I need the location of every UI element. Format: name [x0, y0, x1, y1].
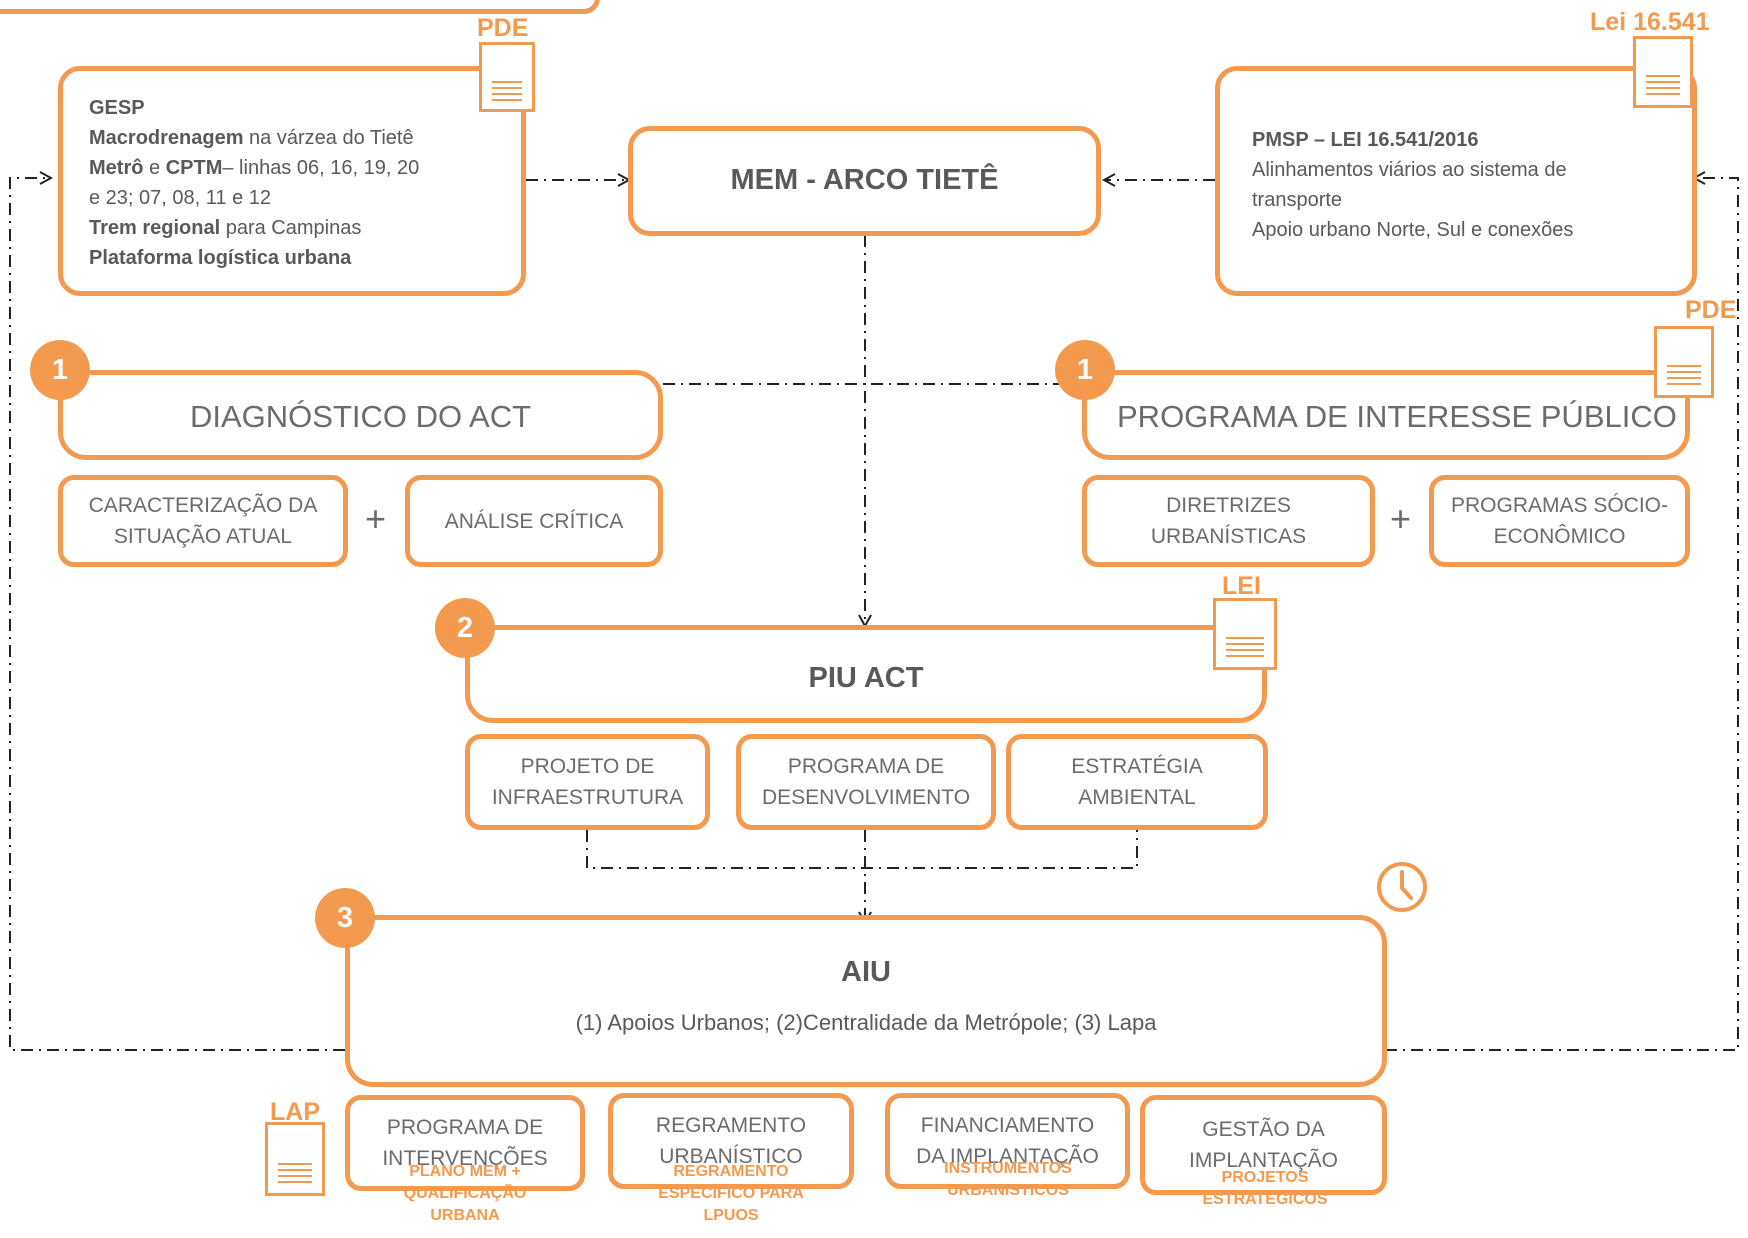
pmsp-title: PMSP – LEI 16.541/2016	[1252, 129, 1479, 151]
document-icon	[1633, 36, 1693, 108]
gesp-line3: e 23; 07, 08, 11 e 12	[89, 187, 272, 209]
pmsp-box: PMSP – LEI 16.541/2016 Alinhamentos viár…	[1215, 66, 1697, 296]
note2-line2: ESPECIFICO PARA	[658, 1185, 804, 1202]
estrategia-line1: ESTRATÉGIA	[1071, 755, 1203, 778]
gesp-line1: na várzea do Tietê	[243, 127, 414, 149]
aiu-title: AIU	[841, 956, 891, 988]
gesp-line2: – linhas 06, 16, 19, 20	[222, 157, 420, 179]
regramento-line1: REGRAMENTO	[655, 1114, 807, 1137]
programa-title: PROGRAMA DE INTERESSE PÚBLICO	[1117, 399, 1677, 434]
document-icon	[479, 42, 535, 112]
gesp-plataforma: Plataforma logística urbana	[89, 247, 352, 269]
plus-sign: +	[365, 498, 387, 539]
caracterizacao-line2: SITUAÇÃO ATUAL	[113, 525, 293, 548]
mem-box: MEM - ARCO TIETÊ	[628, 126, 1101, 236]
estrategia-line2: AMBIENTAL	[1078, 786, 1196, 809]
pmsp-line3: Apoio urbano Norte, Sul e conexões	[1252, 219, 1574, 241]
regramento-line2: URBANÍSTICO	[659, 1145, 803, 1168]
programas-socio-box: PROGRAMAS SÓCIO- ECONÔMICO	[1429, 475, 1690, 567]
gesp-macrodrenagem: Macrodrenagem	[89, 127, 244, 149]
gestao-box: GESTÃO DA IMPLANTAÇÃO	[1140, 1095, 1387, 1195]
gesp-title: GESP	[89, 97, 145, 119]
gesp-e: e	[143, 157, 166, 179]
gesp-metro: Metrô	[89, 157, 144, 179]
pmsp-line2: transporte	[1252, 189, 1343, 211]
programa-box: PROGRAMA DE INTERESSE PÚBLICO	[1082, 370, 1690, 460]
diretrizes-line1: DIRETRIZES	[1166, 494, 1291, 517]
step-1-badge: 1	[30, 340, 90, 400]
gesp-pde-tag: PDE	[477, 14, 529, 42]
piu-title: PIU ACT	[808, 662, 924, 694]
document-icon	[265, 1122, 325, 1196]
gesp-box: GESP Macrodrenagem na várzea do Tietê Me…	[58, 66, 526, 296]
step-3-badge: 3	[315, 888, 375, 948]
pmsp-line1: Alinhamentos viários ao sistema de	[1252, 159, 1567, 181]
note3-line2: URBANISTICOS	[947, 1182, 1069, 1199]
projeto-line2: INFRAESTRUTURA	[491, 786, 684, 809]
analise-critica-box: ANÁLISE CRÍTICA	[405, 475, 663, 567]
note-plano-mem: PLANO MEM + QUALIFICAÇÃO URBANA	[365, 1161, 565, 1227]
diagnostico-box: DIAGNÓSTICO DO ACT	[58, 370, 663, 460]
note2-line1: REGRAMENTO	[673, 1163, 789, 1180]
intervencoes-line1: PROGRAMA DE	[386, 1116, 544, 1139]
aiu-subtitle: (1) Apoios Urbanos; (2)Centralidade da M…	[575, 1010, 1157, 1035]
financiamento-line2: DA IMPLANTAÇÃO	[916, 1145, 1099, 1168]
diretrizes-line2: URBANÍSTICAS	[1150, 525, 1307, 548]
gestao-line1: GESTÃO DA	[1202, 1118, 1325, 1141]
piu-lei-tag: LEI	[1222, 572, 1261, 600]
programa-des-line2: DESENVOLVIMENTO	[761, 786, 971, 809]
note1-line3: URBANA	[430, 1207, 500, 1224]
aiu-lap-tag: LAP	[270, 1098, 320, 1126]
pmsp-lei-tag: Lei 16.541	[1590, 8, 1710, 36]
document-icon	[1213, 598, 1277, 670]
gestao-line2: IMPLANTAÇÃO	[1189, 1149, 1338, 1172]
document-icon	[1654, 326, 1714, 398]
step-2-badge: 2	[435, 598, 495, 658]
caracterizacao-box: CARACTERIZAÇÃO DA SITUAÇÃO ATUAL	[58, 475, 348, 567]
note-instrumentos: INSTRUMENTOS URBANISTICOS	[897, 1158, 1119, 1202]
projeto-infraestrutura-box: PROJETO DE INFRAESTRUTURA	[465, 734, 710, 830]
programa-desenvolvimento-box: PROGRAMA DE DESENVOLVIMENTO	[736, 734, 996, 830]
programa-intervencoes-box: PROGRAMA DE INTERVENÇÕES	[345, 1095, 585, 1191]
note4-line1: PROJETOS	[1221, 1169, 1309, 1186]
analise-critica-label: ANÁLISE CRÍTICA	[444, 509, 624, 533]
clock-icon	[1377, 862, 1427, 912]
piu-box: PIU ACT	[465, 625, 1267, 723]
plus-sign: +	[1390, 498, 1412, 539]
programa-pde-tag: PDE	[1685, 296, 1737, 324]
gesp-line4: para Campinas	[220, 217, 362, 239]
gesp-cptm: CPTM	[165, 157, 223, 179]
intervencoes-line2: INTERVENÇÕES	[382, 1147, 548, 1170]
programa-des-line1: PROGRAMA DE	[787, 755, 945, 778]
note1-line2: QUALIFICAÇÃO	[403, 1185, 527, 1202]
note-projetos: PROJETOS ESTRATÉGICOS	[1155, 1167, 1375, 1211]
note2-line3: LPUOS	[703, 1207, 759, 1224]
mem-title: MEM - ARCO TIETÊ	[730, 164, 999, 196]
estrategia-ambiental-box: ESTRATÉGIA AMBIENTAL	[1006, 734, 1268, 830]
caracterizacao-line1: CARACTERIZAÇÃO DA	[88, 494, 318, 517]
diretrizes-box: DIRETRIZES URBANÍSTICAS	[1082, 475, 1375, 567]
projeto-line1: PROJETO DE	[520, 755, 655, 778]
programas-socio-line2: ECONÔMICO	[1493, 525, 1626, 548]
financiamento-line1: FINANCIAMENTO	[920, 1114, 1095, 1137]
aiu-box: AIU (1) Apoios Urbanos; (2)Centralidade …	[345, 915, 1387, 1087]
diagnostico-title: DIAGNÓSTICO DO ACT	[189, 399, 532, 434]
note4-line2: ESTRATÉGICOS	[1202, 1191, 1328, 1208]
top-left-partial-box	[0, 0, 600, 14]
step-1-badge: 1	[1055, 340, 1115, 400]
financiamento-box: FINANCIAMENTO DA IMPLANTAÇÃO	[885, 1093, 1130, 1189]
note1-line1: PLANO MEM +	[409, 1163, 521, 1180]
gesp-trem: Trem regional	[89, 217, 221, 239]
note-regramento: REGRAMENTO ESPECIFICO PARA LPUOS	[620, 1161, 842, 1227]
note3-line1: INSTRUMENTOS	[944, 1160, 1072, 1177]
regramento-urbanistico-box: REGRAMENTO URBANÍSTICO	[608, 1093, 854, 1189]
programas-socio-line1: PROGRAMAS SÓCIO-	[1450, 494, 1669, 517]
